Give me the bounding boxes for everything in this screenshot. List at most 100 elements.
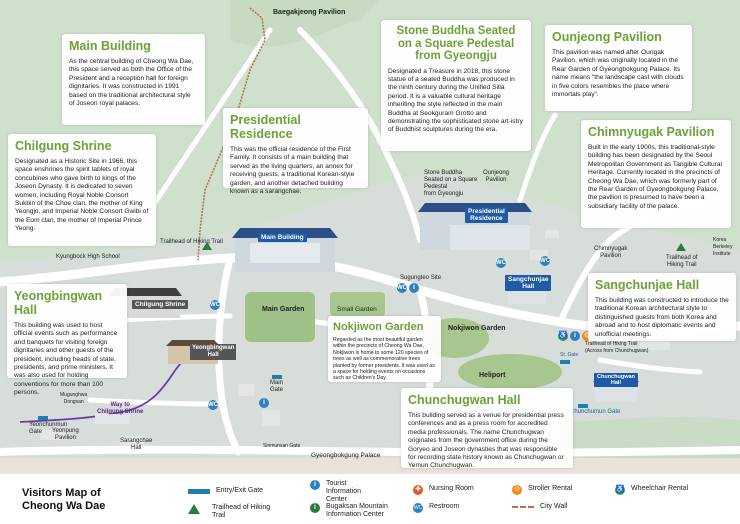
main-building-map-label[interactable]: Main Building [258,233,307,242]
card-body: Designated a Treasure in 2018, this ston… [388,67,523,134]
legend-gate: Entry/Exit Gate [188,487,263,495]
card-title: Sangchunjae Hall [595,278,700,292]
legend-bugak-label: Bugaksan Mountain Information Center [326,503,388,518]
card-title: Yeongbingwan Hall [14,289,103,317]
trailhead-right-label: Trailhead of Hiking Trail [666,255,698,268]
legend-gate-label: Entry/Exit Gate [216,487,264,494]
yeonpung-label: Yeonpung Pavilion [52,428,79,441]
legend: Visitors Map of Cheong Wa Dae Entry/Exit… [0,474,740,524]
stroller-icon: ⊙ [512,485,522,495]
main-gate-label: Main Gate [270,380,284,393]
stroller-icon[interactable]: ⊙ [582,331,592,341]
card-title: Nokjiwon Garden [333,321,424,333]
main-garden-label: Main Garden [262,306,305,313]
info-icon[interactable]: i [570,331,580,341]
legend-stroller-label: Stroller Rental [528,485,573,492]
map-area: Baegakjeong Pavilion Trailhead of Hiking… [0,0,740,474]
wheelchair-icon[interactable]: ♿ [558,331,568,341]
restroom-icon[interactable]: WC [496,258,506,268]
card-body: Regarded as the most beautiful garden wi… [333,337,435,382]
card-body: Designated as a Historic Site in 1966, t… [15,158,149,233]
card-chimnyugak: Chimnyugak Pavilion Built in the early 1… [581,120,731,228]
restroom-icon[interactable]: WC [208,400,218,410]
legend-wheelchair: ♿ Wheelchair Rental [615,485,688,495]
st-gate-label: St. Gate [560,352,579,358]
card-title: Chimnyugak Pavilion [588,125,715,139]
sugungteo-label: Sugungteo Site [400,275,442,281]
entry-gate-marker[interactable] [272,375,282,379]
gate-swatch [188,489,210,494]
restroom-icon: WC [413,503,423,513]
card-title: Chilgung Shrine [15,139,112,153]
card-yeongbingwan: Yeongbingwan Hall This building was used… [7,284,127,396]
card-title: Stone Buddha Seated on a Square Pedestal… [396,25,516,62]
wheelchair-icon: ♿ [615,485,625,495]
legend-info-label: Tourist Information Center [326,480,362,503]
card-body: Built in the early 1900s, this tradition… [588,144,723,210]
legend-restroom: WC Restroom [413,503,459,513]
presidential-residence-map-label[interactable]: Presidential Residence [465,207,508,223]
chunchugwan-map-label[interactable]: Chunchugwan Hall [594,373,638,387]
chunchumun-gate-label: Chunchumun Gate [570,409,621,415]
info-icon[interactable]: i [409,283,419,293]
gyeongbokgung-label: Gyeongbokgung Palace [311,452,381,459]
card-chunchugwan: Chunchugwan Hall This building served as… [401,388,573,470]
restroom-icon[interactable]: WC [397,283,407,293]
info-icon[interactable]: i [259,398,269,408]
way-chilgung-label: Way to Chilgung Shrine [97,402,144,415]
chilgung-shrine-map-label[interactable]: Chilgung Shrine [132,300,189,309]
legend-nursing: ✚ Nursing Room [413,485,474,495]
yeonchunmun-label: Yeonchunmun Gate [29,422,68,435]
card-title: Chunchugwan Hall [408,393,521,407]
nursing-room-icon: ✚ [413,485,423,495]
legend-wall-label: City Wall [540,503,568,510]
card-nokjiwon: Nokjiwon Garden Regarded as the most bea… [328,316,441,382]
card-main-building: Main Building As the central building of… [62,34,205,125]
legend-bugak: i Bugaksan Mountain Information Center [310,503,388,519]
entry-gate-marker[interactable] [560,360,570,364]
legend-wall: City Wall [512,503,567,511]
card-title: Main Building [69,39,151,53]
korea-berkeley-label: Korea Berkeley Institute [713,237,733,257]
card-stone-buddha: Stone Buddha Seated on a Square Pedestal… [381,20,531,151]
legend-wheelchair-label: Wheelchair Rental [631,485,689,492]
nokjiwon-map-label: Nokjiwon Garden [448,325,506,332]
legend-nursing-label: Nursing Room [429,485,474,492]
heliport-label: Heliport [479,372,506,379]
restroom-icon[interactable]: WC [540,256,550,266]
legend-info: i Tourist Information Center [310,480,361,504]
card-sangchunjae: Sangchunjae Hall This building was const… [588,273,736,341]
trailhead-marker[interactable] [202,242,212,250]
trailhead-icon [188,504,200,514]
legend-stroller: ⊙ Stroller Rental [512,485,572,495]
card-residence: Presidential Residence This was the offi… [223,108,368,195]
card-chilgung: Chilgung Shrine Designated as a Historic… [8,134,156,246]
trailhead-chunchugwan-label: Trailhead of Hiking Trail (Across from C… [585,341,649,354]
mugunghwa-label: Mugunghwa Dongsan [60,392,88,405]
card-title: Ounjeong Pavilion [552,30,662,44]
legend-trail-label: Trailhead of Hiking Trail [212,504,271,519]
card-body: This was the official residence of the F… [230,146,355,196]
small-garden-label: Small Garden [337,306,377,313]
card-body: As the central building of Cheong Wa Dae… [69,58,194,108]
card-body: This pavilion was named after Oungak Pav… [552,49,684,99]
card-body: This building served as a venue for pres… [408,412,564,470]
city-wall-swatch [512,506,534,508]
legend-restroom-label: Restroom [429,503,460,510]
sarangchae-label: Sarangchae Hall [120,438,153,451]
card-title: Presidential Residence [230,113,301,141]
chimnyugak-map-label: Chimnyugak Pavilion [594,246,628,259]
entry-gate-marker[interactable] [578,404,588,408]
baegakjeong-label: Baegakjeong Pavilion [273,9,346,16]
sinmunsan-gate-label: Sinmunsan Gate [263,443,301,449]
entry-gate-marker[interactable] [38,416,48,420]
info-icon: i [310,480,320,490]
stone-buddha-map-label: Stone Buddha Seated on a Square Pedestal… [424,170,478,197]
restroom-icon[interactable]: WC [210,300,220,310]
sangchunjae-map-label[interactable]: Sangchunjae Hall [505,275,552,291]
yeongbingwan-map-label[interactable]: Yeongbingwan Hall [190,344,237,360]
trailhead-marker[interactable] [676,243,686,251]
card-ounjeong: Ounjeong Pavilion This pavilion was name… [545,25,692,111]
card-body: This building was used to host official … [14,322,118,397]
bugaksan-info-icon: i [310,503,320,513]
